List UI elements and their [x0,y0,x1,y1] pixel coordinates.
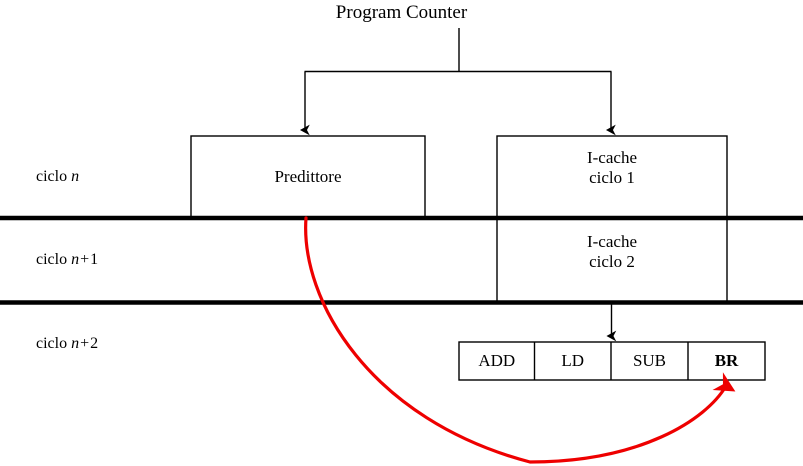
icache-cycle1-line1: I-cache [586,148,637,167]
cycle-n2-prefix: ciclo [36,335,72,352]
cycle-n1-operator: + [80,251,90,268]
instruction-cell-sub: SUB [632,351,667,370]
cycle-label-n-plus-2: ciclo n+2 [36,335,98,354]
program-counter-bus [299,28,616,136]
cycle-n2-number: 2 [90,335,99,352]
icache-cycle1-label: I-cache ciclo 1 [497,148,727,188]
cycle-label-n: ciclo n [36,168,79,187]
cycle-n1-number: 1 [90,251,99,268]
page-title: Program Counter [335,2,468,23]
icache-cycle2-line2: ciclo 2 [589,252,635,271]
cycle-n2-variable: n [71,335,80,352]
cycle-n1-prefix: ciclo [36,251,72,268]
icache-cycle1-line2: ciclo 1 [589,168,635,187]
cycle-n-variable: n [71,168,80,185]
instruction-cell-br: BR [714,351,739,370]
cycle-n-prefix: ciclo [36,168,72,185]
icache-cycle2-line1: I-cache [586,232,637,251]
cycle-n2-operator: + [80,335,90,352]
branch-prediction-feedback-arrow [304,216,736,464]
instruction-buffer-box [458,341,766,381]
instruction-cell-ld: LD [561,351,585,370]
icache-cycle2-label: I-cache ciclo 2 [497,232,727,272]
instruction-cell-add: ADD [478,351,516,370]
cycle-n1-variable: n [71,251,80,268]
predictor-box-label: Predittore [274,167,342,186]
cycle-label-n-plus-1: ciclo n+1 [36,251,98,270]
